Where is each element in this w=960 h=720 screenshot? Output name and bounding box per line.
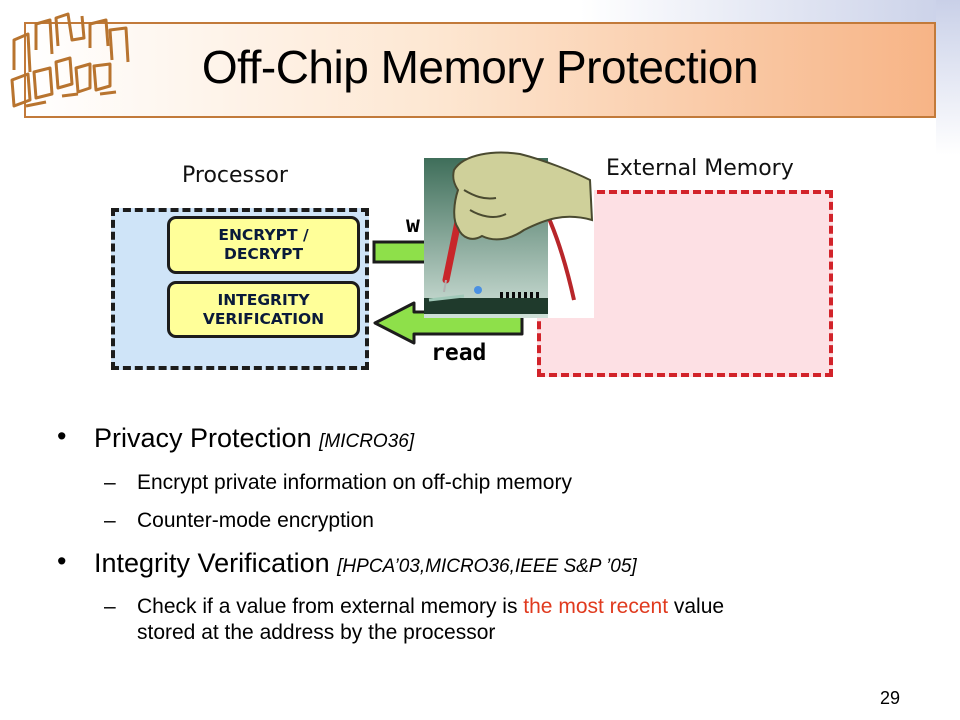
bullet-dot: •: [57, 546, 67, 576]
sub-bullet-text-part: value: [668, 595, 725, 618]
bullet-integrity: Integrity Verification [HPCA’03,MICRO36,…: [94, 548, 637, 579]
sub-bullet-dash: –: [104, 595, 116, 618]
bullet-title: Privacy Protection: [94, 423, 312, 453]
sub-bullet-text: Check if a value from external memory is…: [137, 594, 724, 646]
read-label: read: [431, 340, 487, 366]
sub-bullet-text: Counter-mode encryption: [137, 509, 374, 532]
external-memory-label: External Memory: [606, 156, 794, 181]
city-logo-icon: [10, 12, 130, 108]
page-number: 29: [880, 688, 901, 708]
sub-bullet-text-part: Check if a value from external memory is: [137, 595, 524, 618]
bullet-dot: •: [57, 421, 67, 451]
integrity-verification-label: INTEGRITY VERIFICATION: [202, 290, 325, 328]
title-background: [24, 22, 936, 118]
encrypt-decrypt-label: ENCRYPT / DECRYPT: [218, 226, 309, 263]
highlight-text: the most recent: [523, 595, 669, 618]
title-banner: Off-Chip Memory Protection: [0, 0, 960, 127]
integrity-verification-block: INTEGRITY VERIFICATION: [167, 281, 360, 338]
sub-bullet-dash: –: [104, 509, 116, 532]
page-title: Off-Chip Memory Protection: [201, 41, 759, 93]
write-arrow-icon: [372, 240, 430, 264]
corner-decoration-right: [936, 0, 960, 155]
sub-bullet-text: Encrypt private information on off-chip …: [137, 471, 572, 494]
write-label: w: [406, 212, 420, 238]
bullet-citation: [MICRO36]: [319, 431, 415, 452]
bullet-title: Integrity Verification: [94, 548, 330, 578]
sub-bullet-text-line2: stored at the address by the processor: [137, 621, 496, 644]
bullet-privacy: Privacy Protection [MICRO36]: [94, 423, 414, 454]
bullet-citation: [HPCA’03,MICRO36,IEEE S&P ’05]: [337, 556, 637, 577]
sub-bullet-dash: –: [104, 471, 116, 494]
encrypt-decrypt-block: ENCRYPT / DECRYPT: [167, 216, 360, 274]
probe-attack-illustration: [424, 150, 594, 318]
processor-label: Processor: [182, 163, 288, 188]
